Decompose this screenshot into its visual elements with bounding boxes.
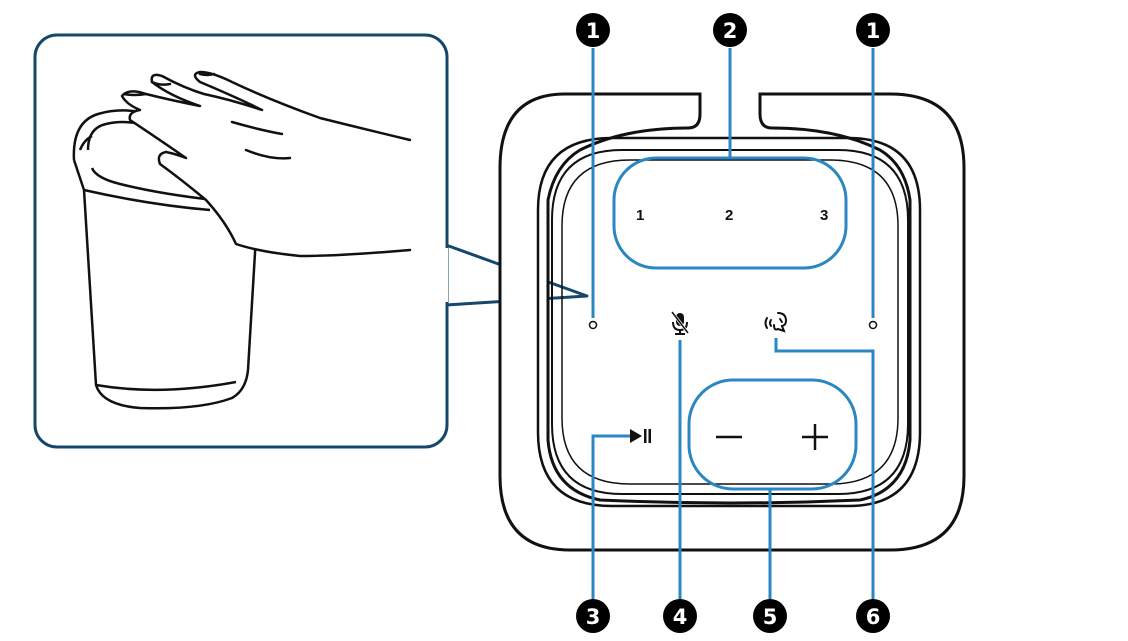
volume-buttons bbox=[687, 378, 858, 491]
callout-3: 3 bbox=[576, 599, 610, 633]
callout-1-right: 1 bbox=[856, 13, 890, 47]
volume-up-button[interactable] bbox=[802, 424, 828, 450]
play-pause-button[interactable] bbox=[630, 429, 651, 443]
hand-touch-inset bbox=[33, 33, 589, 449]
callout-4: 4 bbox=[663, 599, 697, 633]
microphone-right bbox=[868, 320, 878, 330]
callout-2: 2 bbox=[713, 13, 747, 47]
hand-illustration bbox=[120, 70, 412, 258]
preset-3-button[interactable]: 3 bbox=[820, 207, 828, 224]
preset-2-button[interactable]: 2 bbox=[725, 207, 733, 224]
svg-text:2: 2 bbox=[723, 19, 738, 43]
speaker-top-panel bbox=[498, 92, 966, 552]
callout-1-left: 1 bbox=[576, 13, 610, 47]
microphone-mute-icon[interactable] bbox=[670, 311, 690, 335]
svg-text:1: 1 bbox=[586, 19, 601, 43]
microphone-left bbox=[588, 320, 598, 330]
preset-1-button[interactable]: 1 bbox=[636, 207, 644, 224]
svg-text:4: 4 bbox=[673, 605, 688, 629]
play-pause-icon bbox=[630, 429, 651, 443]
panel-inner-surface bbox=[536, 136, 922, 508]
svg-text:1: 1 bbox=[866, 19, 881, 43]
svg-text:6: 6 bbox=[866, 605, 881, 629]
callout-6: 6 bbox=[856, 599, 890, 633]
svg-text:5: 5 bbox=[763, 605, 778, 629]
callout-5: 5 bbox=[753, 599, 787, 633]
voice-assistant-icon[interactable] bbox=[764, 312, 788, 333]
plus-icon bbox=[802, 424, 828, 450]
leader-lines bbox=[591, 48, 875, 600]
volume-highlight bbox=[687, 378, 858, 491]
preset-buttons: 1 2 3 bbox=[612, 156, 848, 270]
svg-text:3: 3 bbox=[586, 605, 601, 629]
panel-outer-shell bbox=[498, 92, 966, 552]
